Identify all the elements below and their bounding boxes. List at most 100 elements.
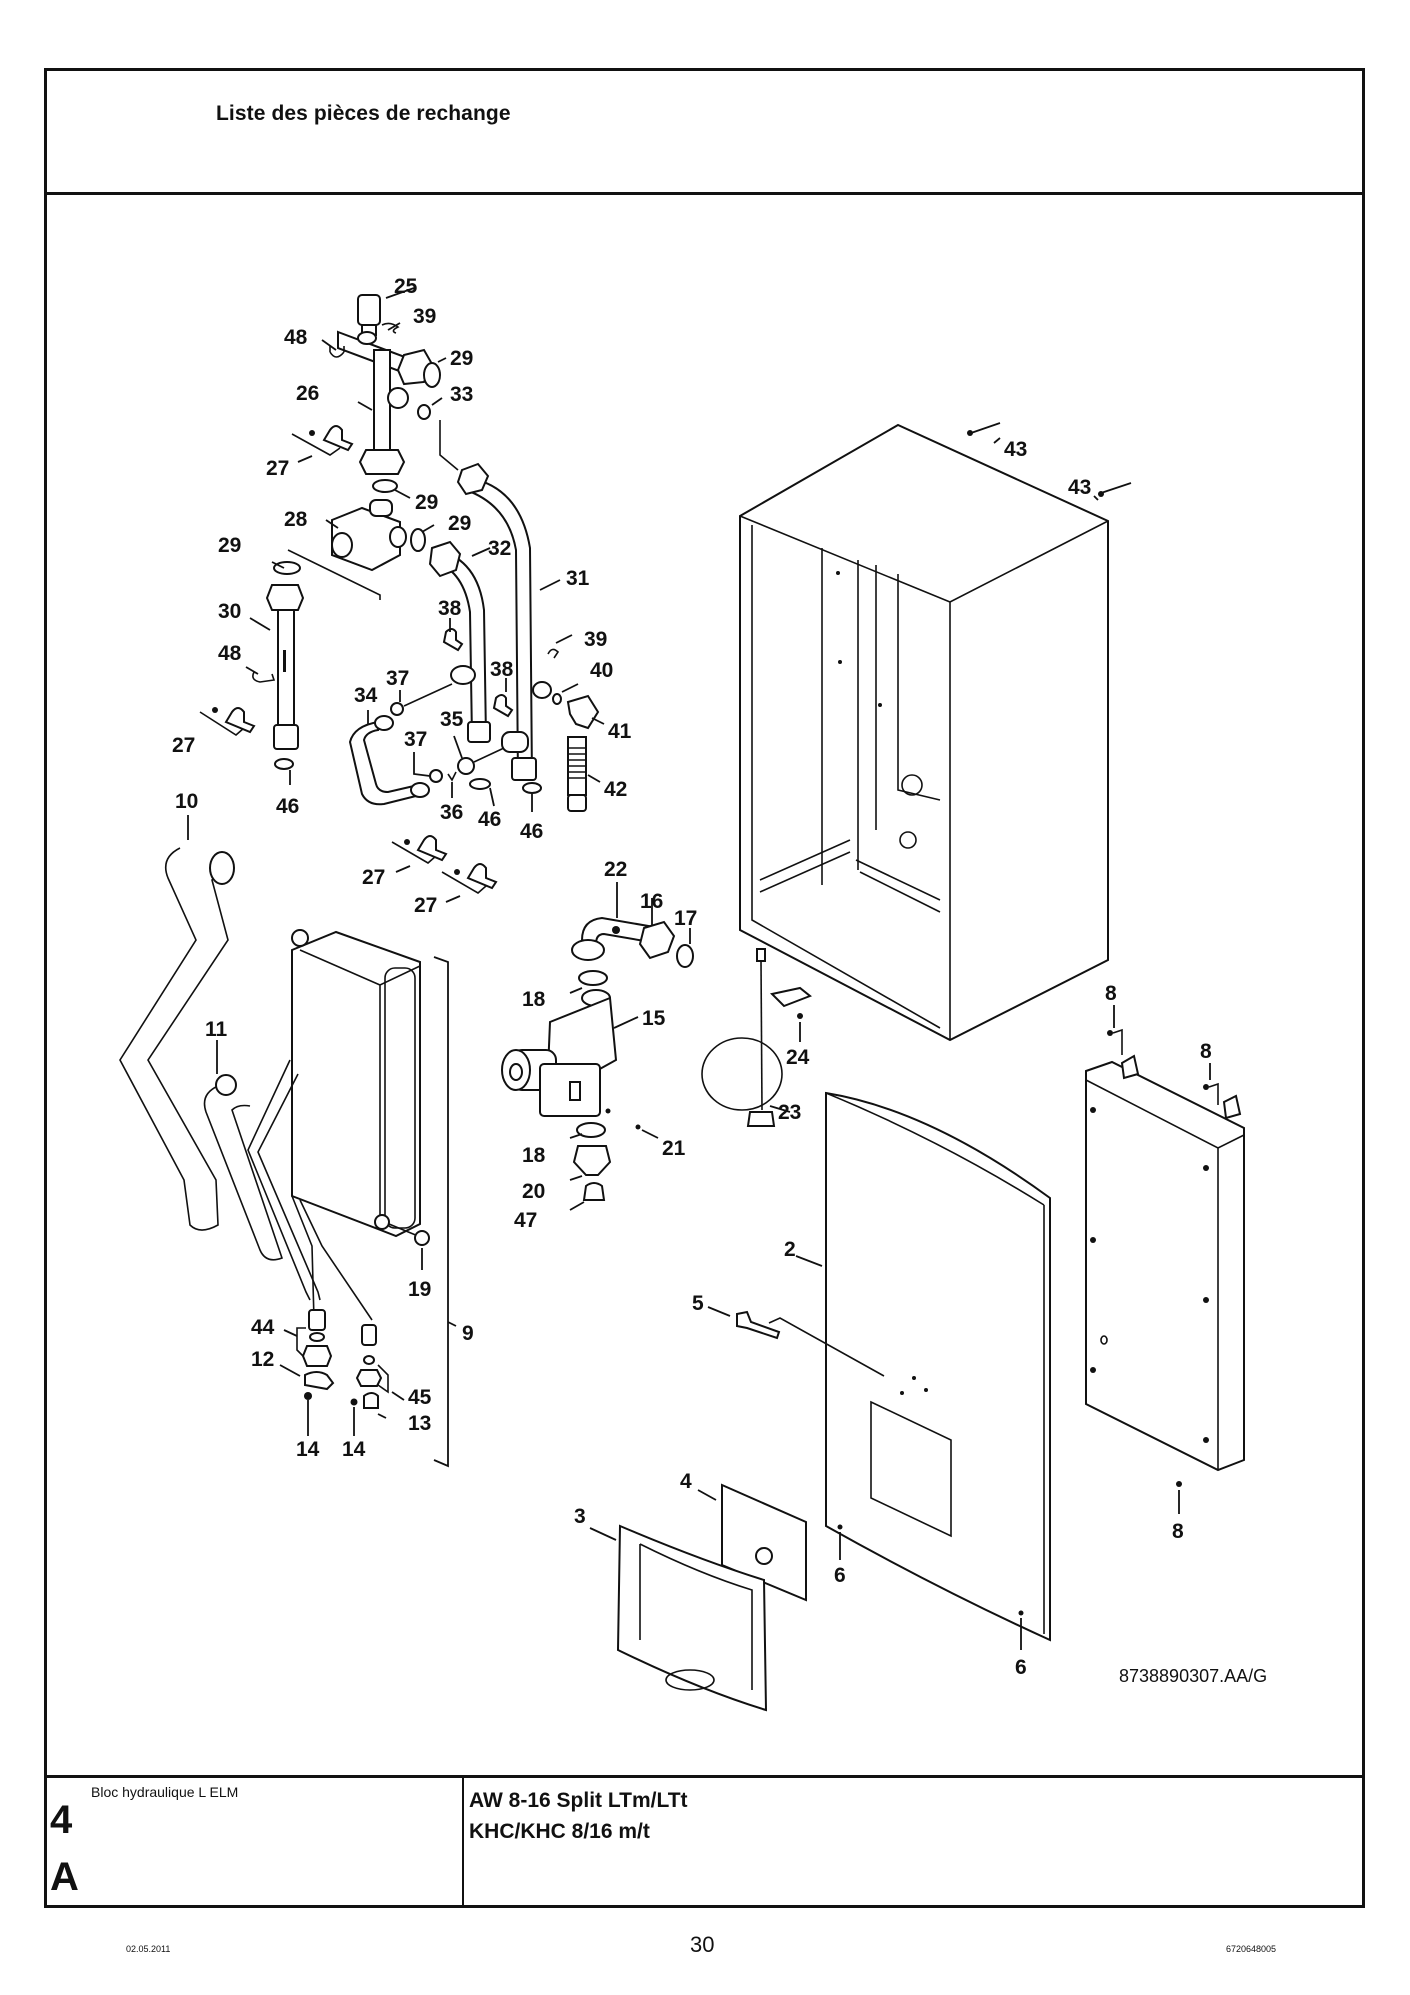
callout-29: 29: [450, 347, 473, 370]
callout-2: 2: [784, 1238, 796, 1261]
leader-lines: [187, 287, 1211, 1650]
callout-27-c: 27: [362, 866, 385, 889]
pipe-31-link-line: [439, 420, 459, 471]
model-line-1: AW 8-16 Split LTm/LTt: [469, 1789, 688, 1812]
callout-41: 41: [608, 720, 632, 743]
bracket-27-center2-part: [441, 863, 498, 894]
manifold-pipe-part: [337, 330, 434, 475]
gasket-29-part: [423, 362, 441, 388]
control-board-4-part: [721, 1483, 807, 1602]
callout-6: 6: [834, 1564, 846, 1587]
fitting-20-part: [572, 1145, 612, 1176]
callout-8-c: 8: [1172, 1520, 1184, 1543]
gasket-37-upper-part: [390, 702, 404, 716]
sleeve-37-part: [450, 665, 476, 685]
clip-36-part: [447, 771, 457, 782]
footer-column-divider: [462, 1775, 464, 1908]
sensor-23-plug-part: [746, 1111, 776, 1127]
plate-heat-exchanger-part: [247, 929, 430, 1321]
gasket-17-part: [676, 944, 694, 968]
gasket-29-lower-part: [372, 479, 398, 493]
callout-44: 44: [251, 1316, 275, 1339]
washer-46-right-part: [522, 782, 542, 794]
callout-39-b: 39: [584, 628, 607, 651]
pin-43-lower-head: [1098, 491, 1104, 497]
clamp-12-part: [304, 1371, 335, 1391]
screw-21-part: [635, 1124, 641, 1130]
screw-8-top-left-line: [1112, 1028, 1123, 1055]
nut-45-part: [355, 1369, 383, 1387]
callout-3: 3: [574, 1505, 586, 1528]
fitting-34-top-part: [374, 715, 394, 731]
bracket-9-line: [433, 956, 449, 1468]
footer-divider: [44, 1775, 1365, 1778]
screw-6-upper-part: [837, 1524, 843, 1530]
clamp-13-part: [363, 1392, 379, 1409]
clip-39-right-part: [547, 648, 560, 659]
pin-43-upper-part: [970, 422, 1001, 434]
pipe-31-fitting-part: [456, 462, 490, 496]
pin-43-lower-part: [1100, 482, 1132, 494]
print-date: 02.05.2011: [126, 1944, 171, 1954]
air-vent-part: [357, 294, 381, 336]
gasket-45-part: [363, 1355, 375, 1365]
callout-43: 43: [1004, 438, 1027, 461]
pin-43-upper-head: [967, 430, 973, 436]
screw-24-part: [797, 1013, 803, 1019]
screw-8-bottom-part: [1176, 1481, 1182, 1487]
sensor-23-tip-part: [756, 948, 766, 962]
callout-46-c: 46: [520, 820, 543, 843]
spring-35-part: [457, 757, 475, 775]
hose-10-end-part: [209, 851, 235, 885]
section-letter: A: [50, 1855, 79, 1899]
callout-32: 32: [488, 537, 511, 560]
nut-44-part: [301, 1345, 333, 1367]
callout-15: 15: [642, 1007, 666, 1030]
page-title: Liste des pièces de rechange: [216, 102, 511, 125]
callout-23: 23: [778, 1101, 801, 1124]
gasket-40-part: [552, 693, 562, 705]
callout-45: 45: [408, 1386, 432, 1409]
document-id: 6720648005: [1226, 1944, 1277, 1954]
bracket-27-center-part: [391, 835, 448, 864]
hose-11-part: [203, 1085, 284, 1261]
sleeve-35-part: [501, 731, 529, 753]
callout-29-c: 29: [448, 512, 471, 535]
callout-42: 42: [604, 778, 627, 801]
bracket-27-part: [291, 425, 354, 456]
nut-40-part: [532, 681, 552, 699]
callout-30: 30: [218, 600, 241, 623]
fitting-44-top-part: [308, 1309, 326, 1331]
clip-39-part: [381, 322, 400, 334]
callout-39: 39: [413, 305, 436, 328]
gasket-18-lower-part: [576, 1122, 606, 1138]
callout-20: 20: [522, 1180, 545, 1203]
callout-48: 48: [284, 326, 308, 349]
sensor-23-loop: [701, 1037, 783, 1111]
spring-35-link-line: [473, 747, 505, 763]
callout-37-b: 37: [404, 728, 427, 751]
clip-38-upper-part: [442, 628, 464, 652]
gasket-29-valve-part: [410, 528, 426, 552]
figure-id: 8738890307.AA/G: [1119, 1666, 1268, 1686]
callout-48-b: 48: [218, 642, 242, 665]
screw-8-top-left-part: [1107, 1030, 1113, 1036]
section-number: 4: [50, 1798, 73, 1842]
model-line-2: KHC/KHC 8/16 m/t: [469, 1820, 650, 1843]
callout-5: 5: [692, 1292, 704, 1315]
screw-14-left-part: [304, 1392, 312, 1400]
bracket-27-left-part: [199, 707, 256, 736]
page-number: 30: [690, 1932, 715, 1957]
callout-38: 38: [438, 597, 462, 620]
pipe-32-bottom-nut-part: [467, 721, 491, 743]
clip-48-part: [329, 346, 345, 358]
washer-46-left-part: [274, 758, 294, 770]
callout-17: 17: [674, 907, 697, 930]
gasket-44-part: [309, 1332, 325, 1342]
callout-10: 10: [175, 790, 198, 813]
gasket-18-upper-part: [578, 970, 608, 986]
control-module-3-part: [616, 1524, 768, 1712]
hose-11-end-part: [215, 1074, 237, 1096]
callout-46-b: 46: [478, 808, 501, 831]
